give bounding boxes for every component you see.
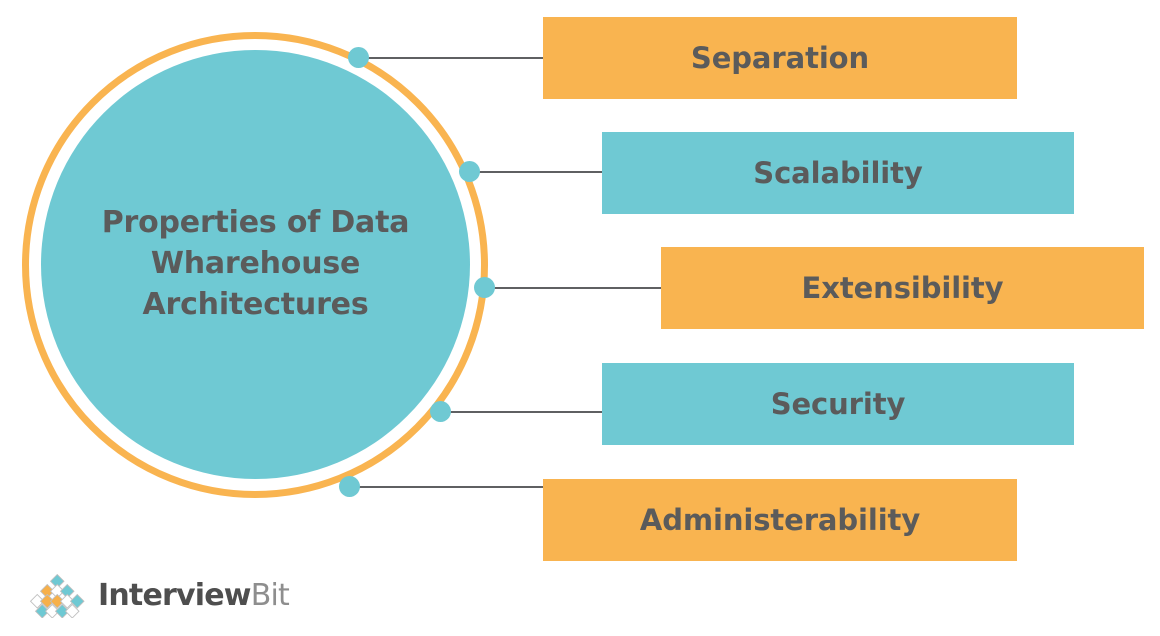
property-label-separation: Separation bbox=[690, 41, 870, 75]
property-label-scalability: Scalability bbox=[753, 156, 923, 190]
center-node-line-3: Architectures bbox=[142, 286, 369, 322]
center-node-line-2: Wharehouse bbox=[150, 246, 361, 282]
logo-word-bit: Bit bbox=[250, 578, 290, 613]
property-bar-security[interactable]: Security bbox=[602, 363, 1074, 445]
connector-line-4 bbox=[446, 411, 611, 413]
property-bar-extensibility[interactable]: Extensibility bbox=[661, 247, 1144, 329]
connector-line-3 bbox=[489, 287, 674, 289]
center-node-line-1: Properties of Data bbox=[101, 205, 410, 241]
connector-dot-4 bbox=[430, 401, 451, 422]
property-label-extensibility: Extensibility bbox=[801, 271, 1004, 305]
connector-line-5 bbox=[355, 486, 555, 488]
connector-line-1 bbox=[360, 57, 555, 59]
center-node: Properties of Data Wharehouse Architectu… bbox=[22, 32, 488, 498]
logo-word-interview: Interview bbox=[98, 578, 252, 613]
property-bar-separation[interactable]: Separation bbox=[543, 17, 1017, 99]
center-node-body: Properties of Data Wharehouse Architectu… bbox=[41, 50, 470, 479]
center-node-label: Properties of Data Wharehouse Architectu… bbox=[91, 203, 421, 325]
connector-line-2 bbox=[474, 171, 612, 173]
center-node-ring bbox=[22, 32, 488, 498]
property-label-security: Security bbox=[770, 387, 906, 421]
connector-dot-5 bbox=[339, 476, 360, 497]
connector-dot-2 bbox=[459, 161, 480, 182]
interviewbit-logo-icon bbox=[28, 573, 86, 619]
property-bar-scalability[interactable]: Scalability bbox=[602, 132, 1074, 214]
interviewbit-logo[interactable]: InterviewBit bbox=[28, 572, 290, 620]
property-bar-administerability[interactable]: Administerability bbox=[543, 479, 1017, 561]
interviewbit-logo-text: InterviewBit bbox=[98, 578, 290, 613]
property-label-administerability: Administerability bbox=[639, 503, 921, 537]
connector-dot-1 bbox=[348, 47, 369, 68]
connector-dot-3 bbox=[474, 277, 495, 298]
